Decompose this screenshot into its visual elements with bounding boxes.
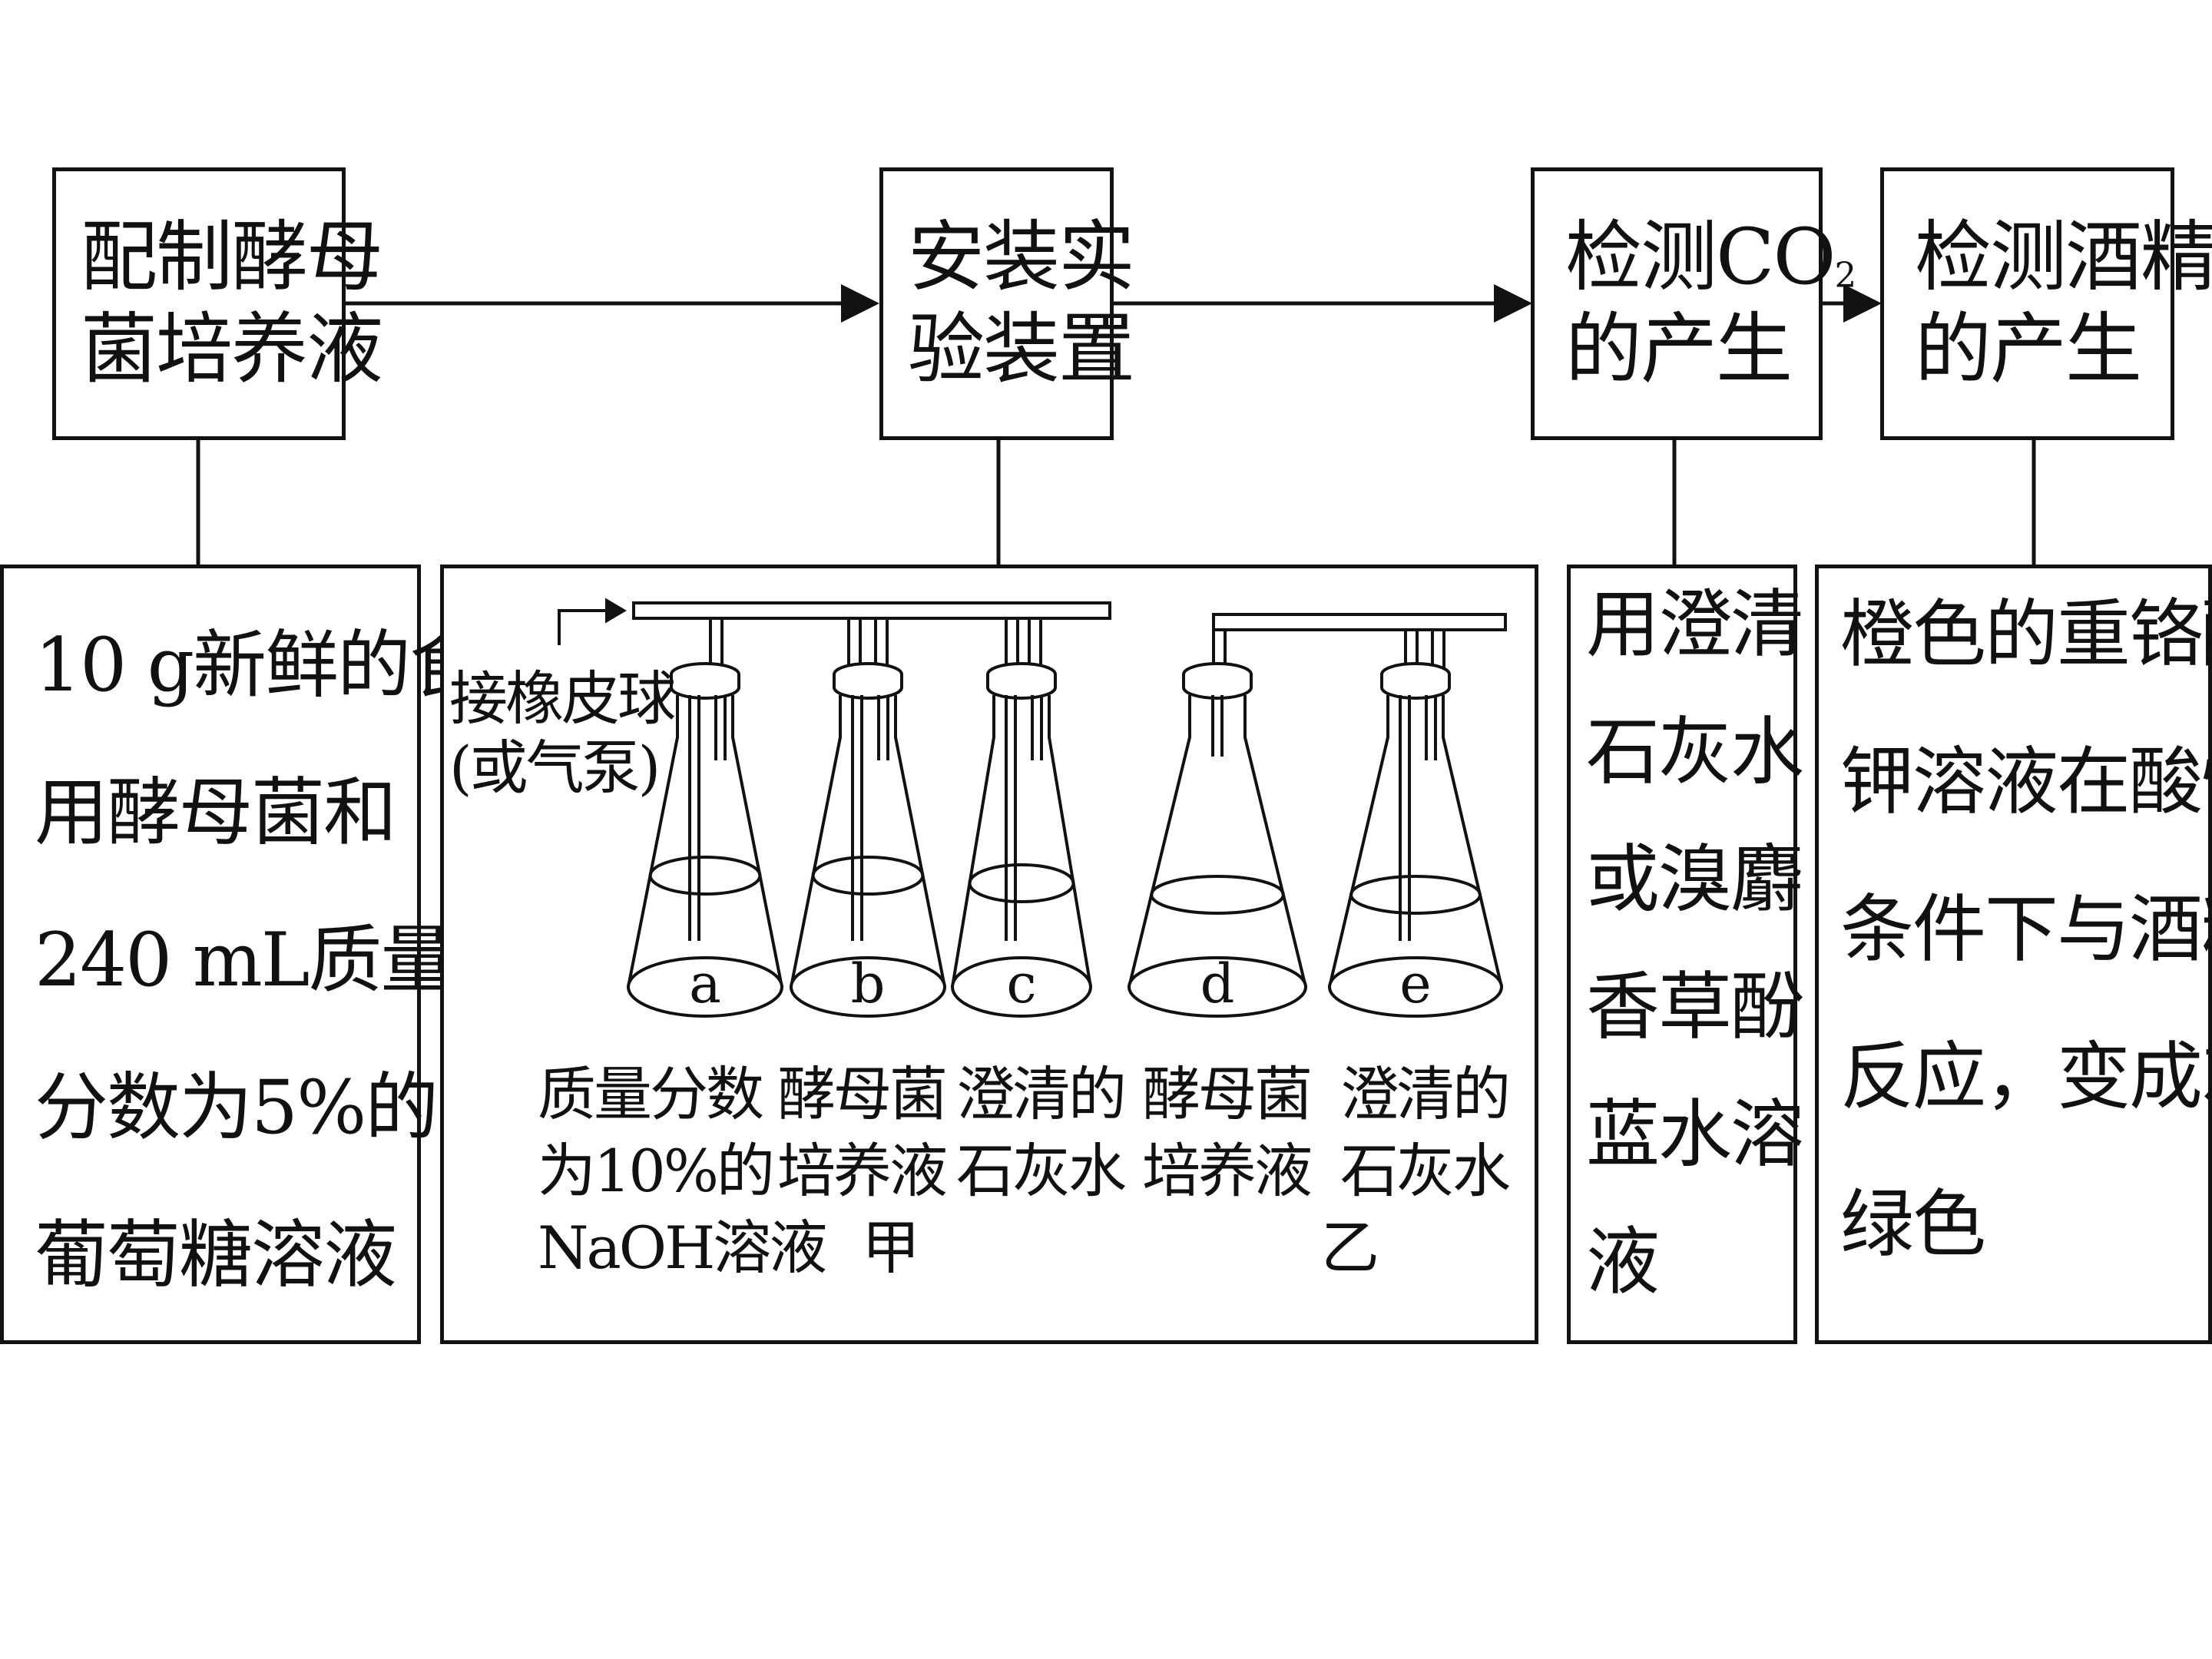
detail-medium-line5: 葡萄糖溶液 [35, 1212, 397, 1298]
detail-co2-line1: 用澄清 [1586, 581, 1804, 667]
flask-b-liquid-surface [811, 856, 925, 896]
flask-a-stopper [670, 674, 740, 700]
flask-c-label-line2: 石灰水 [956, 1137, 1127, 1205]
step-detect-co2-line2: 的产生 [1565, 304, 1793, 394]
detail-alcohol-line3: 条件下与酒精 [1840, 886, 2212, 972]
detail-apparatus [440, 565, 1538, 1344]
flask-b-letter: b [851, 952, 886, 1015]
flask-e-stopper [1380, 674, 1451, 700]
flask-b-label-line3: 甲 [862, 1214, 920, 1282]
detail-medium-line3: 240 mL质量 [35, 917, 455, 1003]
flask-c-stopper [986, 674, 1057, 700]
detail-co2-line6: 液 [1586, 1219, 1660, 1305]
tube-system-abc [632, 601, 1111, 672]
flask-e-label-line3: 乙 [1321, 1214, 1379, 1282]
flask-d-label-line1: 酵母菌 [1142, 1060, 1313, 1128]
flask-a-letter: a [689, 952, 721, 1015]
flask-b-long-tube [851, 695, 863, 941]
flask-d-letter: d [1200, 952, 1235, 1015]
step-install-apparatus: 安装实 验装置 [879, 167, 1135, 440]
detail-alcohol-reagent: 橙色的重铬酸 钾溶液在酸性 条件下与酒精 反应，变成灰 绿色 [1815, 565, 2212, 1344]
step-prepare-medium: 配制酵母 菌培养液 [52, 167, 383, 440]
flask-e-liquid-surface [1349, 875, 1482, 915]
flask-e-short-tube [1425, 695, 1437, 760]
flask-e-label-line2: 石灰水 [1340, 1137, 1511, 1205]
flask-a-body [627, 695, 783, 988]
flask-a-label-line1: 质量分数 [538, 1060, 764, 1128]
pump-arrow [558, 609, 614, 645]
detail-alcohol-line5: 绿色 [1840, 1181, 1986, 1267]
flask-b: b [790, 662, 946, 1018]
flask-a-short-tube [714, 695, 727, 760]
flask-b-body [790, 695, 946, 988]
detail-medium-line2: 用酵母菌和 [35, 770, 397, 856]
flask-a-long-tube [688, 695, 700, 941]
flask-a-label-line3: NaOH溶液 [538, 1214, 827, 1282]
step-detect-alcohol-line1: 检测酒精 [1915, 212, 2212, 302]
flask-c-label-line1: 澄清的 [956, 1060, 1127, 1128]
detail-medium: 10 g新鲜的食 用酵母菌和 240 mL质量 分数为5%的 葡萄糖溶液 [0, 565, 483, 1344]
detail-co2-line3: 或溴麝 [1586, 836, 1804, 922]
flask-c-letter: c [1006, 952, 1036, 1015]
detail-medium-line4: 分数为5%的 [35, 1065, 439, 1151]
flask-d-stopper [1182, 674, 1253, 700]
step-prepare-medium-line2: 菌培养液 [81, 304, 383, 394]
pump-label-line1: 接橡皮球 [449, 664, 676, 733]
flask-b-label-line1: 酵母菌 [777, 1060, 948, 1128]
flask-d-base [1128, 956, 1307, 1018]
flask-d-body [1128, 695, 1307, 988]
flask-d-label-line2: 培养液 [1142, 1137, 1313, 1205]
detail-co2-line4: 香草酚 [1586, 964, 1804, 1050]
step-detect-co2-text: 检测CO [1565, 212, 1836, 302]
detail-co2-reagent: 用澄清 石灰水 或溴麝 香草酚 蓝水溶 液 [1567, 565, 1804, 1344]
step-detect-alcohol-line2: 的产生 [1915, 304, 2142, 394]
flask-c-base [951, 956, 1092, 1018]
flask-b-short-tube [877, 695, 889, 760]
detail-medium-line1: 10 g新鲜的食 [35, 622, 483, 708]
detail-co2-line2: 石灰水 [1586, 709, 1804, 795]
flask-c-long-tube [1005, 695, 1017, 941]
flask-a-label-line2: 为10%的 [538, 1137, 775, 1205]
detail-alcohol-line4: 反应，变成灰 [1840, 1034, 2212, 1120]
flask-d: d [1128, 662, 1307, 1018]
flask-b-base [790, 956, 946, 1018]
step-prepare-medium-line1: 配制酵母 [81, 212, 383, 302]
step-install-apparatus-line1: 安装实 [908, 212, 1135, 302]
detail-alcohol-line1: 橙色的重铬酸 [1840, 591, 2212, 677]
flask-e-body [1328, 695, 1503, 988]
detail-alcohol-line2: 钾溶液在酸性 [1840, 739, 2212, 825]
flask-c-body [951, 695, 1092, 988]
step-detect-co2: 检测CO2 的产生 [1531, 167, 1856, 440]
detail-co2-line5: 蓝水溶 [1586, 1091, 1804, 1177]
step-detect-co2-line1: 检测CO2 [1565, 211, 1857, 322]
flask-c-short-tube [1031, 695, 1043, 760]
flask-e-label-line1: 澄清的 [1340, 1060, 1511, 1128]
step-install-apparatus-line2: 验装置 [908, 304, 1135, 394]
flask-e-letter: e [1399, 952, 1431, 1015]
co2-subscript: 2 [1834, 254, 1857, 296]
flask-a-liquid-surface [648, 856, 762, 896]
flask-a: a [627, 662, 783, 1018]
pump-label-line2: (或气泵) [449, 733, 661, 802]
flask-a-base [627, 956, 783, 1018]
flask-e: e [1328, 662, 1503, 1018]
flask-d-short-tube [1211, 695, 1224, 757]
flask-c: c [951, 662, 1092, 1018]
flask-e-long-tube [1399, 695, 1411, 941]
step-detect-alcohol: 检测酒精 的产生 [1880, 167, 2212, 440]
flask-b-stopper [833, 674, 903, 700]
flask-d-liquid-surface [1150, 875, 1285, 915]
tube-system-de [1212, 613, 1507, 672]
flask-c-liquid-surface [968, 863, 1075, 903]
flask-e-base [1328, 956, 1503, 1018]
flask-b-label-line2: 培养液 [777, 1137, 948, 1205]
